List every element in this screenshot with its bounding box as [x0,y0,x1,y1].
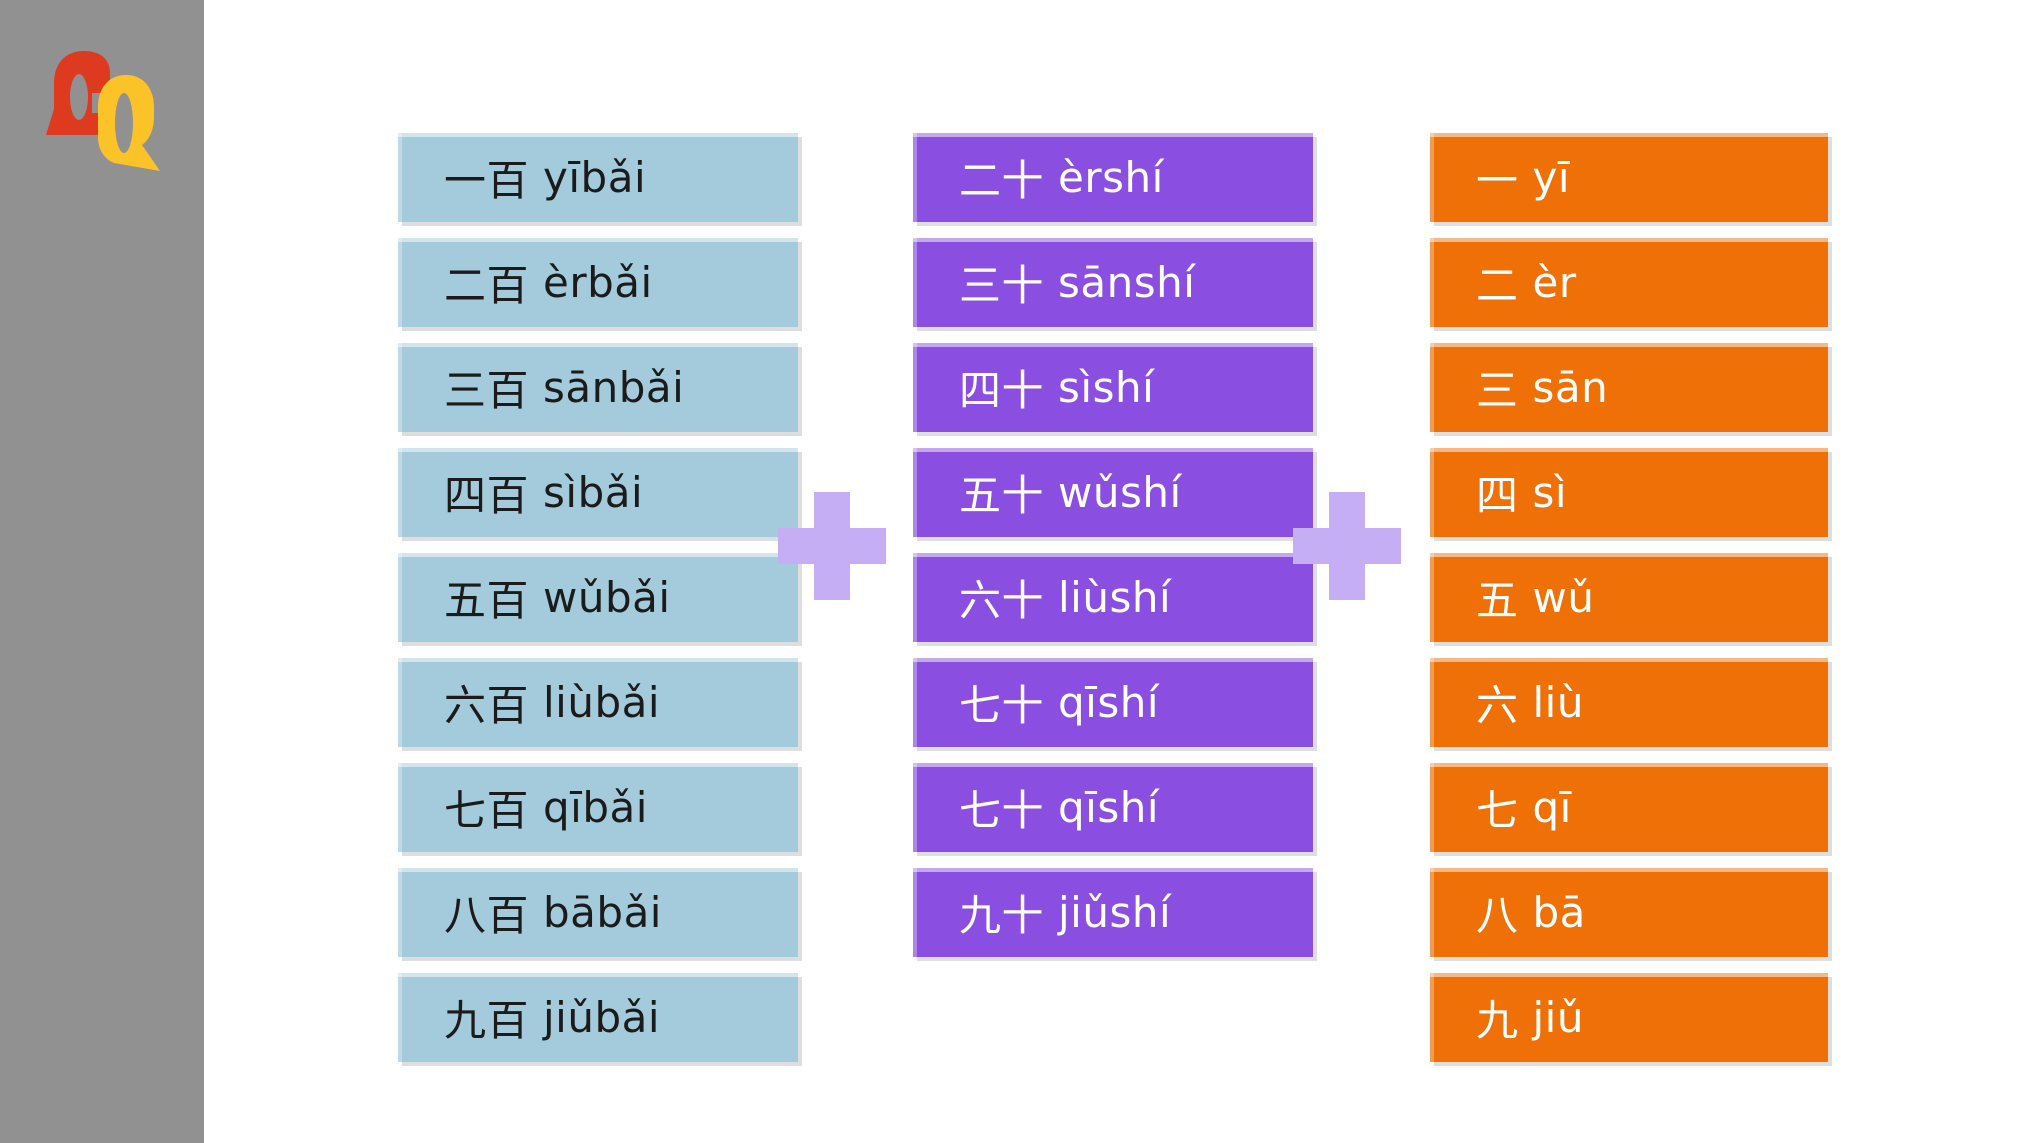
vocab-box: 二百 èrbǎi [398,238,798,327]
hanzi-label: 七十 [959,681,1045,730]
hanzi-label: 八百 [444,891,530,940]
hanzi-label: 四 [1476,471,1519,520]
logo-letter-c-icon [46,51,114,135]
pinyin-label: bābǎi [543,888,662,937]
logo-letter-q-icon [98,75,160,171]
vocab-box: 三 sān [1430,343,1828,432]
pinyin-label: qīshí [1058,678,1160,727]
hanzi-label: 五百 [444,576,530,625]
vocab-box: 四 sì [1430,448,1828,537]
hanzi-label: 八 [1476,891,1519,940]
hanzi-label: 一 [1476,156,1519,205]
pinyin-label: èrshí [1058,153,1164,202]
pinyin-label: sì [1532,468,1568,517]
pinyin-label: sìbǎi [543,468,644,517]
pinyin-label: èr [1532,258,1577,307]
plus-icon [1293,492,1401,600]
vocab-box: 七百 qībǎi [398,763,798,852]
hanzi-label: 二十 [959,156,1045,205]
hanzi-label: 九 [1476,996,1519,1045]
hanzi-label: 九百 [444,996,530,1045]
hanzi-label: 五十 [959,471,1045,520]
vocab-box: 五百 wǔbǎi [398,553,798,642]
pinyin-label: yībǎi [543,153,647,202]
vocab-box: 九 jiǔ [1430,973,1828,1062]
hanzi-label: 三 [1476,366,1519,415]
pinyin-label: sānbǎi [543,363,685,412]
pinyin-label: bā [1532,888,1586,937]
vocab-box: 四百 sìbǎi [398,448,798,537]
hanzi-label: 四十 [959,366,1045,415]
vocab-box: 九十 jiǔshí [913,868,1313,957]
hanzi-label: 三百 [444,366,530,415]
hanzi-label: 三十 [959,261,1045,310]
vocab-box: 五十 wǔshí [913,448,1313,537]
column-units: 一 yī 二 èr 三 sān 四 sì 五 wǔ 六 liù 七 qī [1430,133,1828,1078]
vocab-box: 一百 yībǎi [398,133,798,222]
vocab-box: 七十 qīshí [913,658,1313,747]
vocab-box: 二 èr [1430,238,1828,327]
pinyin-label: liù [1532,678,1584,727]
column-hundreds: 一百 yībǎi 二百 èrbǎi 三百 sānbǎi 四百 sìbǎi 五百 … [398,133,798,1078]
pinyin-label: wǔshí [1058,468,1182,517]
vocab-box: 四十 sìshí [913,343,1313,432]
vocab-box: 六百 liùbǎi [398,658,798,747]
pinyin-label: èrbǎi [543,258,653,307]
vocab-box: 二十 èrshí [913,133,1313,222]
hanzi-label: 二 [1476,261,1519,310]
pinyin-label: liùshí [1058,573,1172,622]
vocab-box: 六十 liùshí [913,553,1313,642]
hanzi-label: 二百 [444,261,530,310]
pinyin-label: yī [1532,153,1571,202]
vocab-box: 八 bā [1430,868,1828,957]
hanzi-label: 六百 [444,681,530,730]
vocab-box: 九百 jiǔbǎi [398,973,798,1062]
left-gray-panel [0,0,204,1143]
pinyin-label: wǔ [1532,573,1595,622]
hanzi-label: 九十 [959,891,1045,940]
hanzi-label: 七 [1476,786,1519,835]
hanzi-label: 六十 [959,576,1045,625]
pinyin-label: qīshí [1058,783,1160,832]
pinyin-label: qībǎi [543,783,648,832]
cq-logo [46,51,160,171]
hanzi-label: 四百 [444,471,530,520]
pinyin-label: wǔbǎi [543,573,671,622]
pinyin-label: jiǔ [1532,993,1584,1042]
hanzi-label: 七百 [444,786,530,835]
hanzi-label: 五 [1476,576,1519,625]
hanzi-label: 一百 [444,156,530,205]
vocab-box: 五 wǔ [1430,553,1828,642]
vocab-box: 六 liù [1430,658,1828,747]
vocab-box: 三百 sānbǎi [398,343,798,432]
pinyin-label: jiǔshí [1058,888,1172,937]
vocab-box: 七 qī [1430,763,1828,852]
plus-icon [778,492,886,600]
pinyin-label: sān [1532,363,1609,412]
pinyin-label: sìshí [1058,363,1155,412]
pinyin-label: qī [1532,783,1572,832]
vocab-box: 七十 qīshí [913,763,1313,852]
pinyin-label: liùbǎi [543,678,661,727]
vocab-box: 一 yī [1430,133,1828,222]
hanzi-label: 六 [1476,681,1519,730]
vocab-box: 三十 sānshí [913,238,1313,327]
pinyin-label: sānshí [1058,258,1196,307]
column-tens: 二十 èrshí 三十 sānshí 四十 sìshí 五十 wǔshí 六十 … [913,133,1313,973]
vocab-box: 八百 bābǎi [398,868,798,957]
pinyin-label: jiǔbǎi [543,993,661,1042]
hanzi-label: 七十 [959,786,1045,835]
